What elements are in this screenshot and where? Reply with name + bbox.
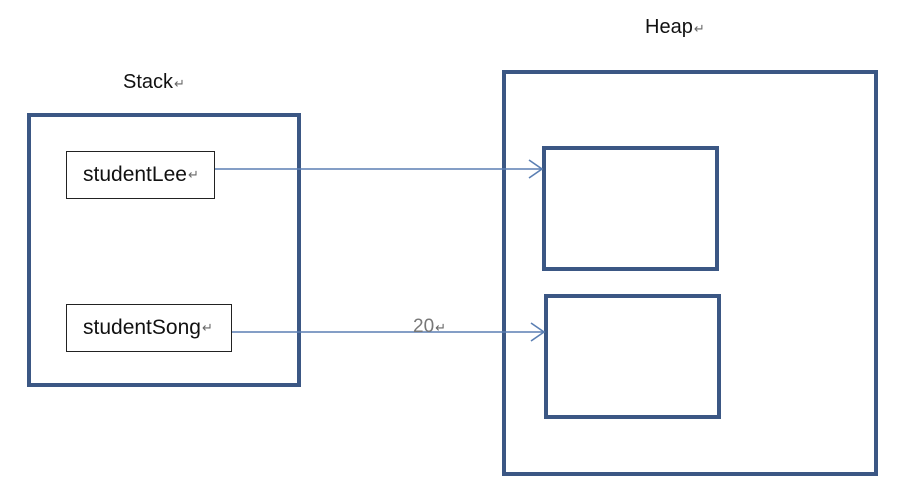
heap-container <box>502 70 878 476</box>
return-mark: ↵ <box>174 76 185 91</box>
arrowhead-2 <box>530 322 546 342</box>
stack-container <box>27 113 301 387</box>
stack-title: Stack↵ <box>123 72 185 92</box>
return-mark: ↵ <box>201 320 213 335</box>
heap-title: Heap↵ <box>645 17 705 37</box>
stack-variable-studentlee: studentLee↵ <box>66 151 215 199</box>
return-mark: ↵ <box>693 21 705 36</box>
variable-name: studentSong <box>83 316 201 339</box>
return-mark: ↵ <box>187 167 199 182</box>
heap-title-text: Heap <box>645 16 693 38</box>
stack-title-text: Stack <box>123 71 174 93</box>
variable-name: studentLee <box>83 163 187 186</box>
edge-label-text: 20 <box>413 316 435 337</box>
heap-object-1 <box>542 146 719 271</box>
stack-variable-studentsong: studentSong↵ <box>66 304 232 352</box>
heap-object-2 <box>544 294 721 419</box>
arrowhead-1 <box>528 159 544 179</box>
return-mark: ↵ <box>435 320 447 335</box>
edge-label-20: 20↵ <box>413 317 446 336</box>
